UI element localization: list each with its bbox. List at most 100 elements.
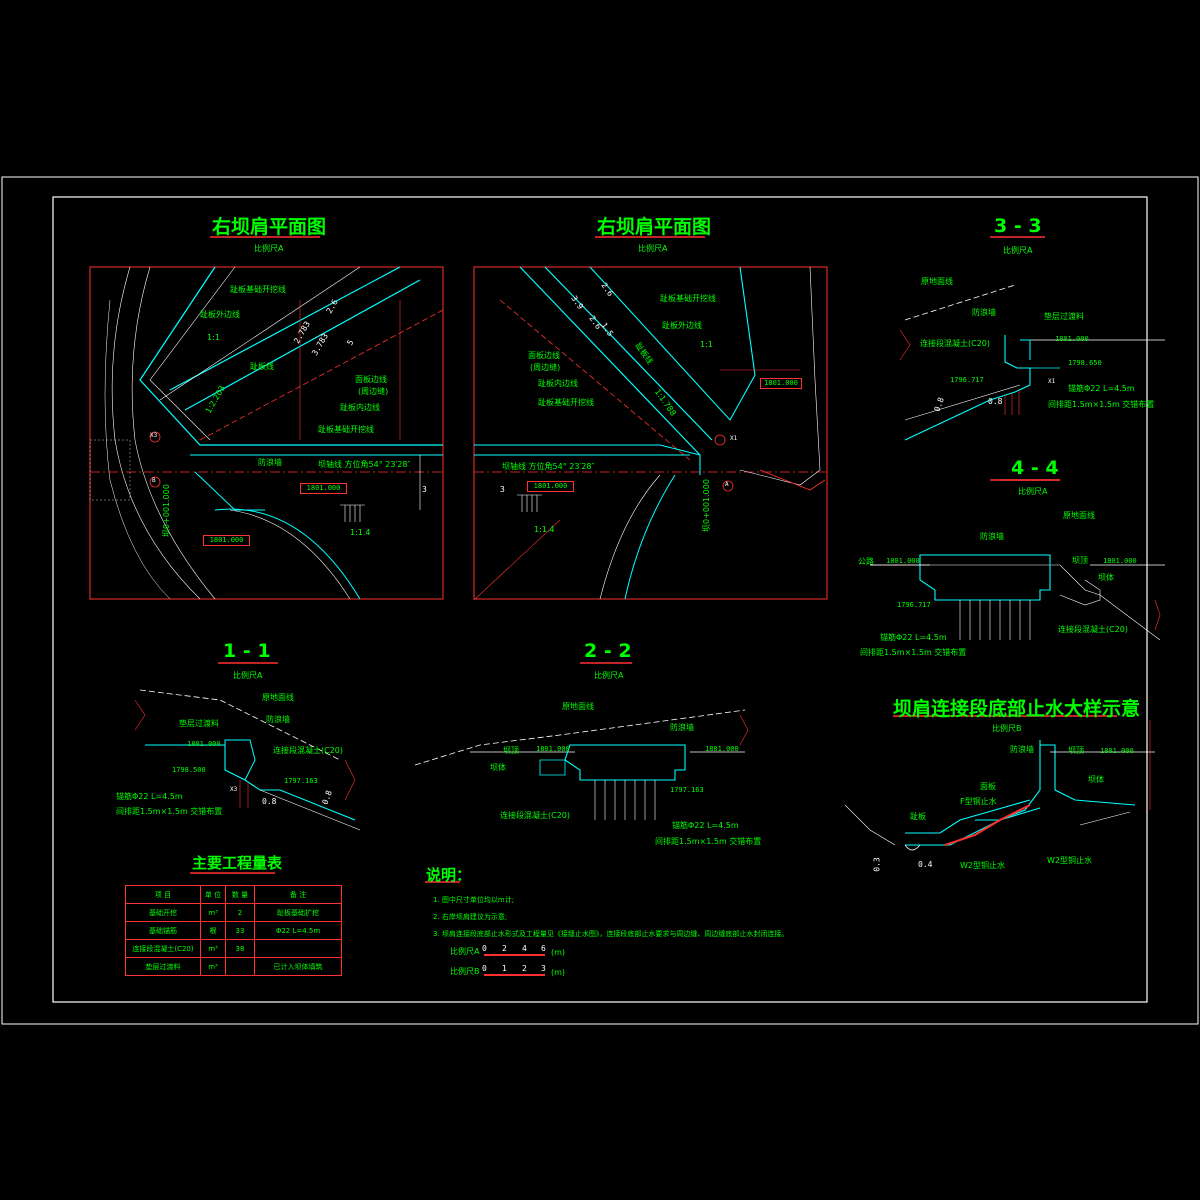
sec44-title: 4 - 4 xyxy=(1011,457,1059,479)
s11-marker: X3 xyxy=(230,786,238,793)
table-cell: 已计入坝体填筑 xyxy=(254,957,342,976)
pr-label-1: 趾板外边线 xyxy=(662,321,702,330)
s22-elev-1: 1801.000 xyxy=(705,745,739,753)
pl-label-2: 1:1 xyxy=(207,333,220,342)
scale-a-unit: (m) xyxy=(551,948,566,957)
s11-elev-1: 1798.500 xyxy=(172,766,206,774)
table-cell: 基础锚筋 xyxy=(125,921,201,940)
pl-marker-1: X3 xyxy=(150,432,158,439)
detail-label-2: 坝体 xyxy=(1088,775,1104,784)
table-header-cell: 项 目 xyxy=(125,885,201,904)
pr-label-3: (周边缝) xyxy=(530,363,561,372)
pl-dim-1: 3 xyxy=(422,485,427,494)
scale-b-tick-3: 3 xyxy=(541,964,546,973)
detail-label-7: W2型铜止水 xyxy=(1047,856,1092,865)
scale-bars xyxy=(484,954,545,976)
pl-label-0: 趾板基础开挖线 xyxy=(230,285,286,294)
table-cell: Φ22 L=4.5m xyxy=(254,921,342,940)
s11-label-0: 原地面线 xyxy=(262,693,294,702)
sec44-drawing xyxy=(870,479,1165,641)
s33-label-3: 连接段混凝土(C20) xyxy=(920,339,991,348)
scale-a-tick-3: 6 xyxy=(541,944,546,953)
s11-label-2: 防浪墙 xyxy=(266,715,290,724)
sec11-drawing xyxy=(134,662,361,831)
detail-label-6: W2型铜止水 xyxy=(960,861,1005,870)
table-cell: 33 xyxy=(225,921,255,940)
pr-label-2: 面板边线 xyxy=(528,351,560,360)
note-line: 1. 图中尺寸单位均以m计; xyxy=(433,896,515,904)
table-cell: 38 xyxy=(225,939,255,958)
detail-title: 坝肩连接段底部止水大样示意 xyxy=(893,698,1141,720)
s11-label-1: 垫层过渡料 xyxy=(179,719,219,728)
sec33-drawing xyxy=(899,284,1165,481)
notes-block: 1. 图中尺寸单位均以m计; 2. 右岸坝肩建议为示意; 3. 坝肩连接段底部止… xyxy=(433,892,788,943)
table-row: 基础开挖 m³ 2 趾板基础扩挖 xyxy=(125,903,342,922)
s22-label-3: 坝体 xyxy=(490,763,506,772)
pr-label-0: 趾板基础开挖线 xyxy=(660,294,716,303)
table-cell: 2 xyxy=(225,903,255,922)
note-line: 2. 右岸坝肩建议为示意; xyxy=(433,913,508,921)
pl-marker-0: B xyxy=(152,477,156,484)
plan-right-scale: 比例尺A xyxy=(638,244,668,253)
sec33-title: 3 - 3 xyxy=(994,215,1042,237)
plan-left-scale: 比例尺A xyxy=(254,244,284,253)
scale-b-tick-0: 0 xyxy=(482,964,487,973)
s11-elev-2: 1797.163 xyxy=(284,777,318,785)
pl-label-5: (周边缝) xyxy=(358,387,389,396)
pl-label-7: 趾板基础开挖线 xyxy=(318,425,374,434)
pl-label-8: 防浪墙 xyxy=(258,458,282,467)
s33-label-0: 原地面线 xyxy=(921,277,953,286)
sec44-scale: 比例尺A xyxy=(1018,487,1048,496)
s11-label-4: 锚筋Φ22 L=4.5m xyxy=(116,792,183,801)
pr-label-8: 坝轴线 方位角54° 23′28″ xyxy=(502,462,595,471)
s11-elev-0: 1801.000 xyxy=(187,740,221,748)
s33-dim-1: 0.8 xyxy=(988,397,1003,406)
pr-label-5: 趾板基础开挖线 xyxy=(538,398,594,407)
s44-elev-2: 1796.717 xyxy=(897,601,931,609)
pr-dim-4: 3 xyxy=(500,485,505,494)
s33-label-4: 锚筋Φ22 L=4.5m xyxy=(1068,384,1135,393)
pl-label-3: 趾板线 xyxy=(250,362,274,371)
pr-station: 坝0+001.000 xyxy=(701,479,711,532)
s22-label-4: 连接段混凝土(C20) xyxy=(500,811,571,820)
notes-title: 说明： xyxy=(426,866,472,884)
scale-a-tick-1: 2 xyxy=(502,944,507,953)
pr-marker-1: X1 xyxy=(730,435,738,442)
s22-label-1: 防浪墙 xyxy=(670,723,694,732)
sec11-scale: 比例尺A xyxy=(233,671,263,680)
s33-label-2: 垫层过渡料 xyxy=(1044,312,1084,321)
table-cell: 连接段混凝土(C20) xyxy=(125,939,201,958)
s11-label-3: 连接段混凝土(C20) xyxy=(273,746,344,755)
detail-label-3: 面板 xyxy=(980,782,996,791)
detail-drawing xyxy=(844,715,1155,851)
s44-label-1: 防浪墙 xyxy=(980,532,1004,541)
table-row: 基础锚筋 根 33 Φ22 L=4.5m xyxy=(125,921,342,940)
table-cell xyxy=(254,939,342,958)
table-cell: 基础开挖 xyxy=(125,903,201,922)
detail-label-5: 趾板 xyxy=(910,812,926,821)
pl-elev-box: 1801.000 xyxy=(300,483,347,494)
scale-b-label: 比例尺B xyxy=(450,967,480,976)
pr-marker-0: A xyxy=(725,481,729,488)
note-line: 3. 坝肩连接段底部止水形式及工程量见《接缝止水图》，连接段底部止水要求与周边缝… xyxy=(433,930,789,938)
table-header-cell: 单 位 xyxy=(200,885,226,904)
s44-label-3: 坝体 xyxy=(1098,573,1114,582)
s22-label-0: 原地面线 xyxy=(562,702,594,711)
s44-elev-0: 1801.000 xyxy=(886,557,920,565)
detail-scale: 比例尺B xyxy=(992,724,1022,733)
table-cell: m³ xyxy=(200,903,226,922)
pl-station: 坝0+001.000 xyxy=(161,484,171,537)
s33-label-1: 防浪墙 xyxy=(972,308,996,317)
pr-elev-box: 1801.000 xyxy=(760,378,802,389)
scale-b-tick-1: 1 xyxy=(502,964,507,973)
detail-label-4: F型铜止水 xyxy=(960,797,997,806)
pl-label-6: 趾板内边线 xyxy=(340,403,380,412)
table-header-row: 项 目 单 位 数 量 备 注 xyxy=(125,885,342,904)
table-cell xyxy=(225,957,255,976)
sec11-title: 1 - 1 xyxy=(223,640,271,662)
scale-a-tick-0: 0 xyxy=(482,944,487,953)
pl-elev-box-2: 1801.000 xyxy=(203,535,250,546)
scale-b-tick-2: 2 xyxy=(522,964,527,973)
pl-label-9: 坝轴线 方位角54° 23′28″ xyxy=(318,460,411,469)
table-row: 连接段混凝土(C20) m³ 38 xyxy=(125,939,342,958)
